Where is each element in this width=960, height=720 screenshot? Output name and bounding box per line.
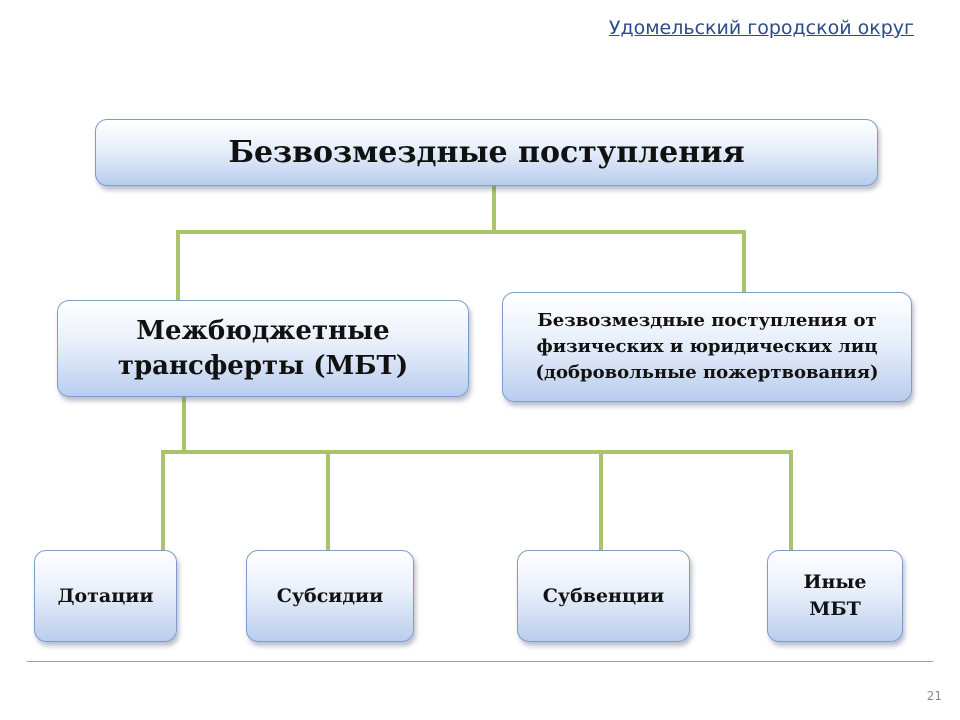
node-other-mbt-label: Иные МБТ	[803, 571, 867, 620]
node-dotacii: Дотации	[34, 550, 177, 642]
node-mbt: Межбюджетные трансферты (МБТ)	[57, 300, 469, 397]
node-subvencii-label: Субвенции	[542, 585, 665, 607]
org-name-link[interactable]: Удомельский городской округ	[608, 17, 914, 39]
node-other-mbt: Иные МБТ	[767, 550, 903, 642]
node-mbt-label: Межбюджетные трансферты (МБТ)	[117, 315, 409, 381]
node-subvencii: Субвенции	[517, 550, 690, 642]
node-root-label: Безвозмездные поступления	[228, 135, 745, 170]
node-dotacii-label: Дотации	[57, 585, 154, 607]
node-donations-label: Безвозмездные поступления от физических …	[535, 310, 879, 383]
node-subsidii: Субсидии	[246, 550, 414, 642]
node-donations: Безвозмездные поступления от физических …	[502, 292, 912, 402]
node-root: Безвозмездные поступления	[95, 119, 878, 186]
footer-divider	[27, 661, 933, 662]
node-subsidii-label: Субсидии	[276, 585, 384, 607]
page-number: 21	[926, 689, 942, 703]
